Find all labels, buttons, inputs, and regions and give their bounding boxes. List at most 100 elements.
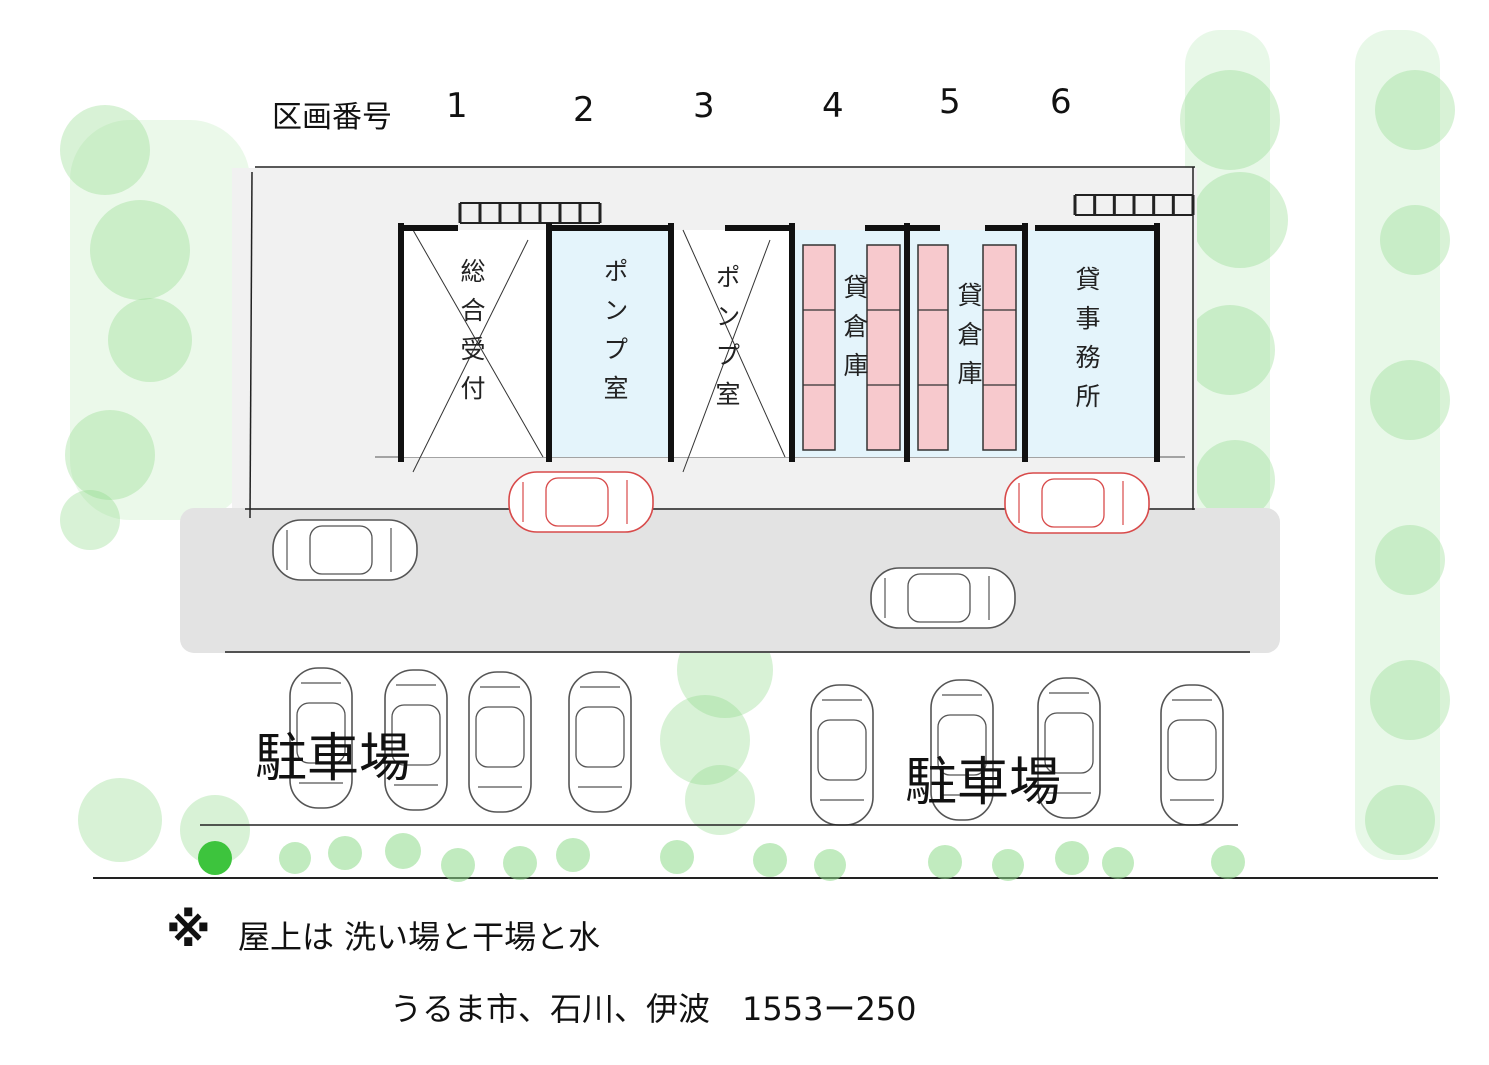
section-number-1: 1 <box>446 86 468 126</box>
car-roof <box>475 706 525 768</box>
tree <box>60 490 120 550</box>
tree <box>1180 70 1280 170</box>
section-number-2: 2 <box>573 90 595 130</box>
lot-left-line <box>249 171 253 519</box>
tree <box>65 410 155 500</box>
shrub <box>1055 841 1089 875</box>
tree-hedge-right <box>1185 30 1270 630</box>
car <box>272 519 418 581</box>
tree <box>90 200 190 300</box>
storage-rack <box>802 244 836 451</box>
tree <box>1192 172 1288 268</box>
car-roof <box>391 704 441 766</box>
car-body <box>870 567 1016 629</box>
car-roof <box>907 573 971 623</box>
tree <box>1375 70 1455 150</box>
shrub <box>753 843 787 877</box>
car <box>870 567 1016 629</box>
car-body <box>1160 684 1224 826</box>
rooftop-note-mark: ※ <box>166 903 211 957</box>
shrub <box>660 840 694 874</box>
unit-2-label: ポンプ室 <box>600 258 629 414</box>
unit-3-cross-b <box>682 239 771 473</box>
unit-6-room <box>1026 230 1157 457</box>
section-number-6: 6 <box>1050 82 1072 122</box>
shrub <box>1211 845 1245 879</box>
section-number-4: 4 <box>822 86 844 126</box>
shrub <box>1102 847 1134 879</box>
car-body <box>468 671 532 813</box>
tree <box>1375 525 1445 595</box>
stair-railing-right <box>1073 194 1195 216</box>
car-parked <box>289 667 353 809</box>
section-number-3: 3 <box>693 86 715 126</box>
storage-rack <box>982 244 1017 451</box>
car-body <box>508 471 654 533</box>
tree <box>1185 305 1275 395</box>
car-roof <box>309 525 373 575</box>
car-roof <box>575 706 625 768</box>
car-roof <box>545 477 609 527</box>
tree-hedge-far-right <box>1355 30 1440 860</box>
tree <box>1195 440 1275 520</box>
parking-label-right: 駐車場 <box>905 753 1062 813</box>
section-number-5: 5 <box>939 82 961 122</box>
car-roof <box>1041 478 1105 528</box>
car-body <box>810 684 874 826</box>
car-body <box>568 671 632 813</box>
unit-3-cross-a <box>682 229 786 458</box>
shrub <box>928 845 962 879</box>
tree <box>78 778 162 862</box>
car-parked <box>1160 684 1224 826</box>
unit-4-label: 貸倉庫 <box>840 274 869 391</box>
shrub <box>556 838 590 872</box>
tree <box>1370 360 1450 440</box>
car-highlighted <box>508 471 654 533</box>
shrub-highlight <box>198 841 232 875</box>
tree <box>108 298 192 382</box>
car-parked <box>1037 677 1101 819</box>
tree <box>60 105 150 195</box>
shrub <box>503 846 537 880</box>
address: うるま市、石川、伊波 1553ー250 <box>390 990 917 1028</box>
tree <box>660 695 750 785</box>
shrub <box>328 836 362 870</box>
tree <box>180 795 250 865</box>
car-parked <box>568 671 632 813</box>
section-number-label: 区画番号 <box>272 100 392 135</box>
storage-rack <box>917 244 949 451</box>
shrub <box>385 833 421 869</box>
car-roof <box>817 719 867 781</box>
unit-1-cross-a <box>412 229 544 458</box>
tree <box>1370 660 1450 740</box>
car-body <box>1004 472 1150 534</box>
car-roof <box>937 714 987 776</box>
storage-rack <box>866 244 901 451</box>
unit-1-room <box>403 230 548 457</box>
unit-5-label: 貸倉庫 <box>954 282 983 399</box>
car-parked <box>384 669 448 811</box>
car-highlighted <box>1004 472 1150 534</box>
shrub <box>441 848 475 882</box>
tree-hedge-left <box>70 120 250 520</box>
stair-railing-left <box>458 202 602 224</box>
unit-3-label: ポンプ室 <box>712 264 741 420</box>
tree <box>1380 205 1450 275</box>
car-roof <box>1044 712 1094 774</box>
car-roof <box>296 702 346 764</box>
car-parked <box>930 679 994 821</box>
unit-6-label: 貸事務所 <box>1072 266 1101 422</box>
unit-1-cross-b <box>412 239 529 473</box>
tree <box>685 765 755 835</box>
tree <box>1365 785 1435 855</box>
rooftop-note: 屋上は 洗い場と干場と水 <box>238 918 601 956</box>
shrub <box>814 849 846 881</box>
car-roof <box>1167 719 1217 781</box>
car-parked <box>468 671 532 813</box>
shrub <box>992 849 1024 881</box>
car-body <box>272 519 418 581</box>
unit-1-label: 総合受付 <box>457 258 486 414</box>
unit-2-room <box>551 230 670 457</box>
